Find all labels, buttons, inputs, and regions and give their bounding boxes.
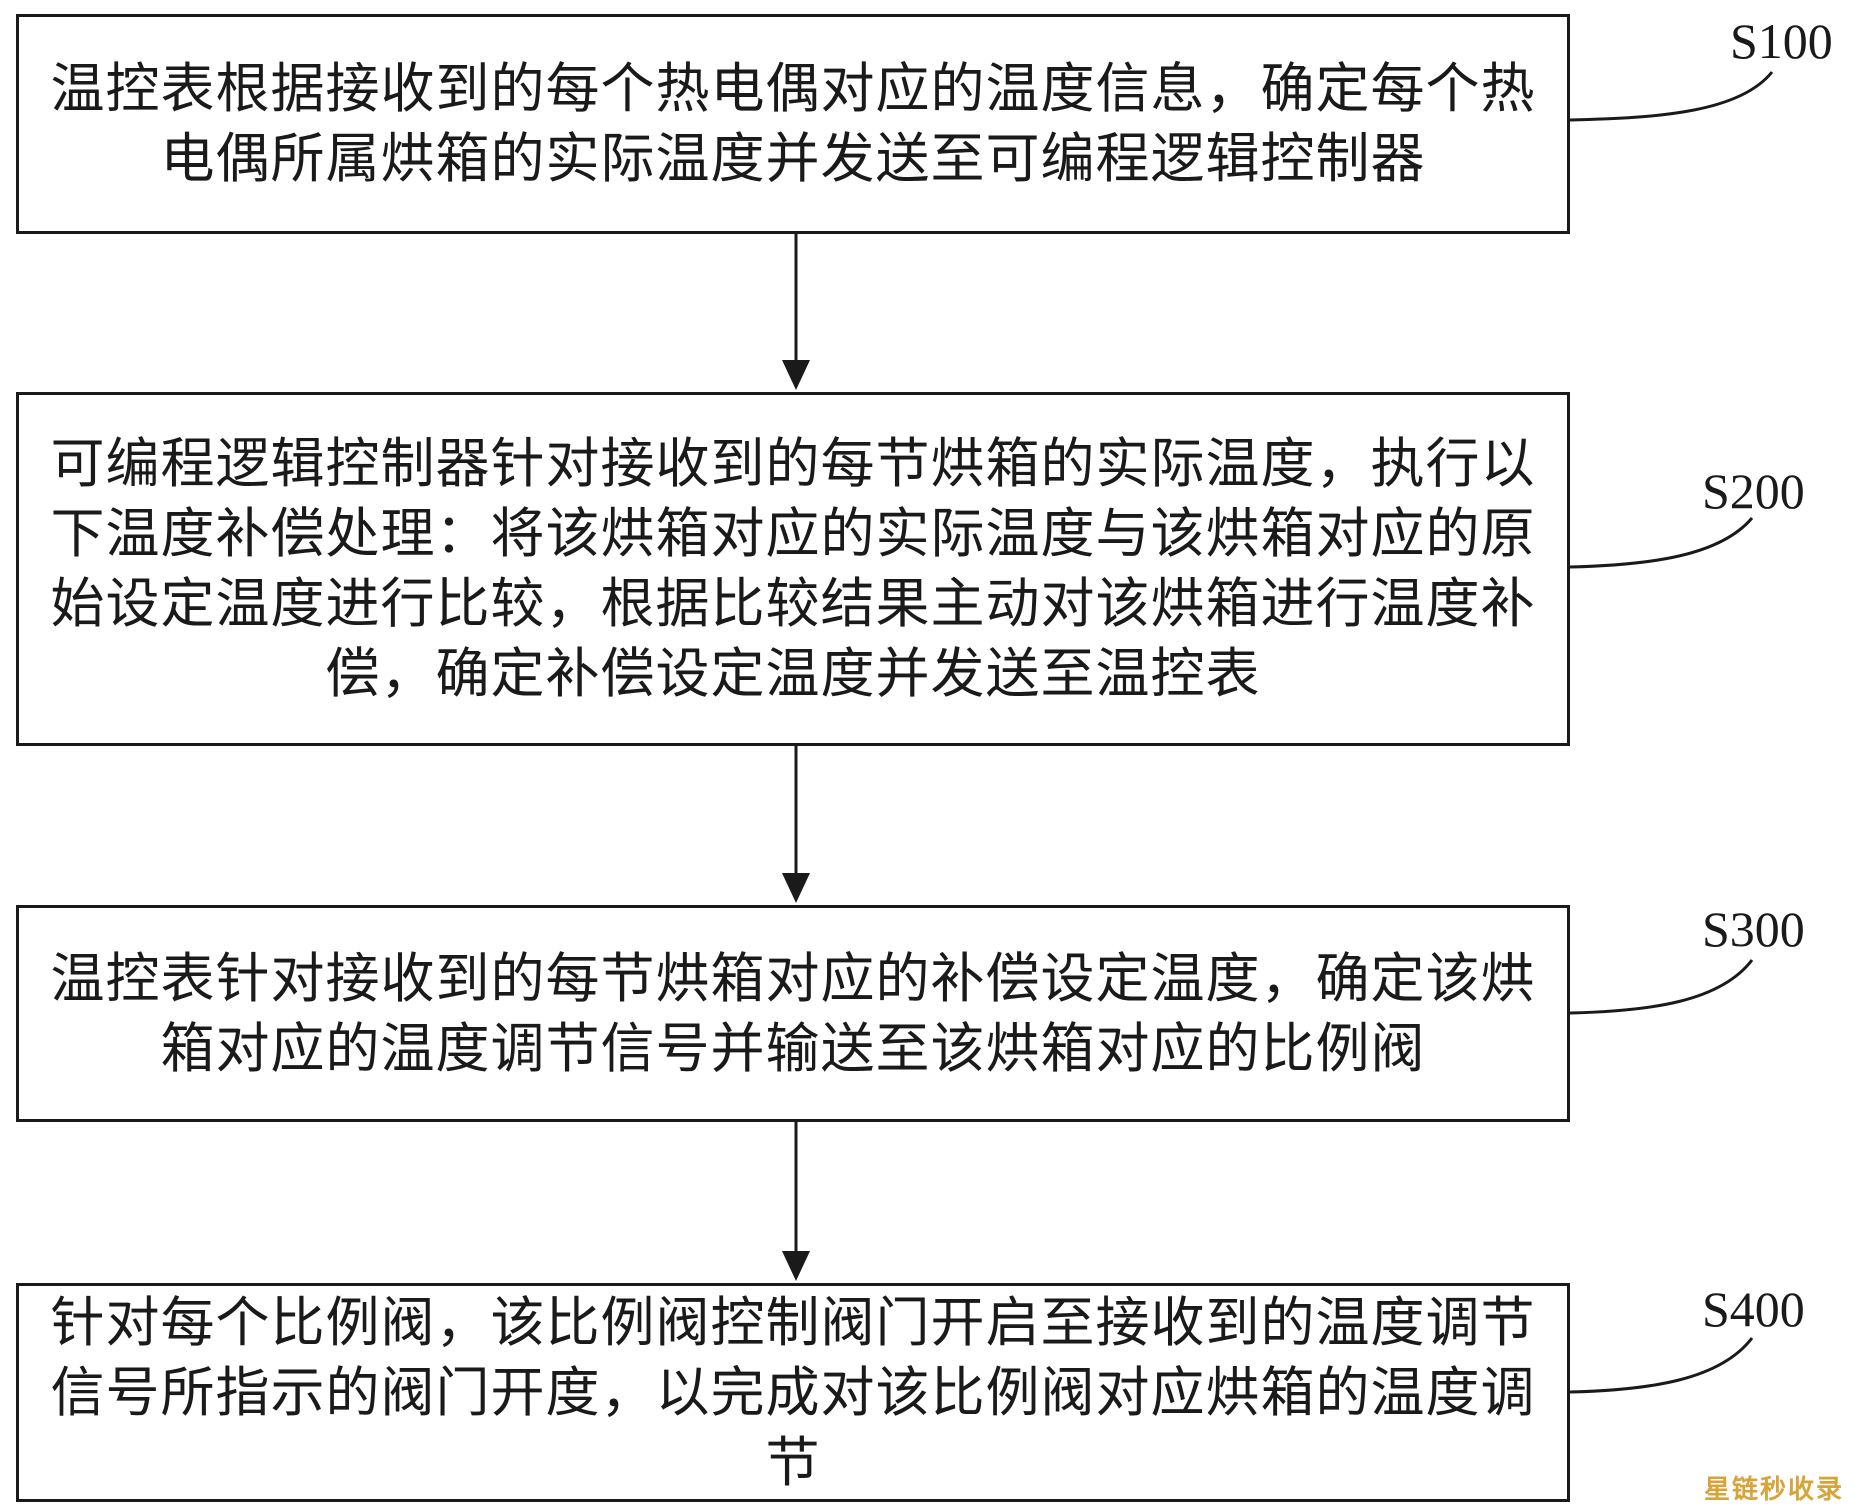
leader-line-s200: [1569, 517, 1754, 569]
step-text-s300: 温控表针对接收到的每节烘箱对应的补偿设定温度，确定该烘箱对应的温度调节信号并输送…: [50, 946, 1536, 1080]
step-label-s100: S100: [1730, 13, 1833, 69]
arrow-s100-to-s200: [782, 234, 810, 390]
step-box-s100: 温控表根据接收到的每个热电偶对应的温度信息，确定每个热电偶所属烘箱的实际温度并发…: [16, 14, 1570, 234]
arrow-s300-to-s400: [782, 1122, 810, 1281]
leader-line-s100: [1569, 71, 1774, 122]
step-text-s400: 针对每个比例阀，该比例阀控制阀门开启至接收到的温度调节信号所指示的阀门开度，以完…: [50, 1290, 1536, 1494]
step-box-s400: 针对每个比例阀，该比例阀控制阀门开启至接收到的温度调节信号所指示的阀门开度，以完…: [16, 1283, 1570, 1502]
step-box-s200: 可编程逻辑控制器针对接收到的每节烘箱的实际温度，执行以下温度补偿处理：将该烘箱对…: [16, 392, 1570, 746]
step-text-s200: 可编程逻辑控制器针对接收到的每节烘箱的实际温度，执行以下温度补偿处理：将该烘箱对…: [50, 432, 1536, 705]
step-text-s100: 温控表根据接收到的每个热电偶对应的温度信息，确定每个热电偶所属烘箱的实际温度并发…: [50, 57, 1536, 190]
step-label-s400: S400: [1702, 1281, 1805, 1337]
step-label-s300: S300: [1702, 901, 1805, 957]
leader-line-s300: [1569, 959, 1754, 1015]
arrow-s200-to-s300: [782, 746, 810, 903]
watermark: 星链秒收录: [1703, 1475, 1844, 1505]
step-box-s300: 温控表针对接收到的每节烘箱对应的补偿设定温度，确定该烘箱对应的温度调节信号并输送…: [16, 905, 1570, 1122]
step-label-s200: S200: [1702, 463, 1805, 519]
leader-line-s400: [1569, 1337, 1754, 1394]
